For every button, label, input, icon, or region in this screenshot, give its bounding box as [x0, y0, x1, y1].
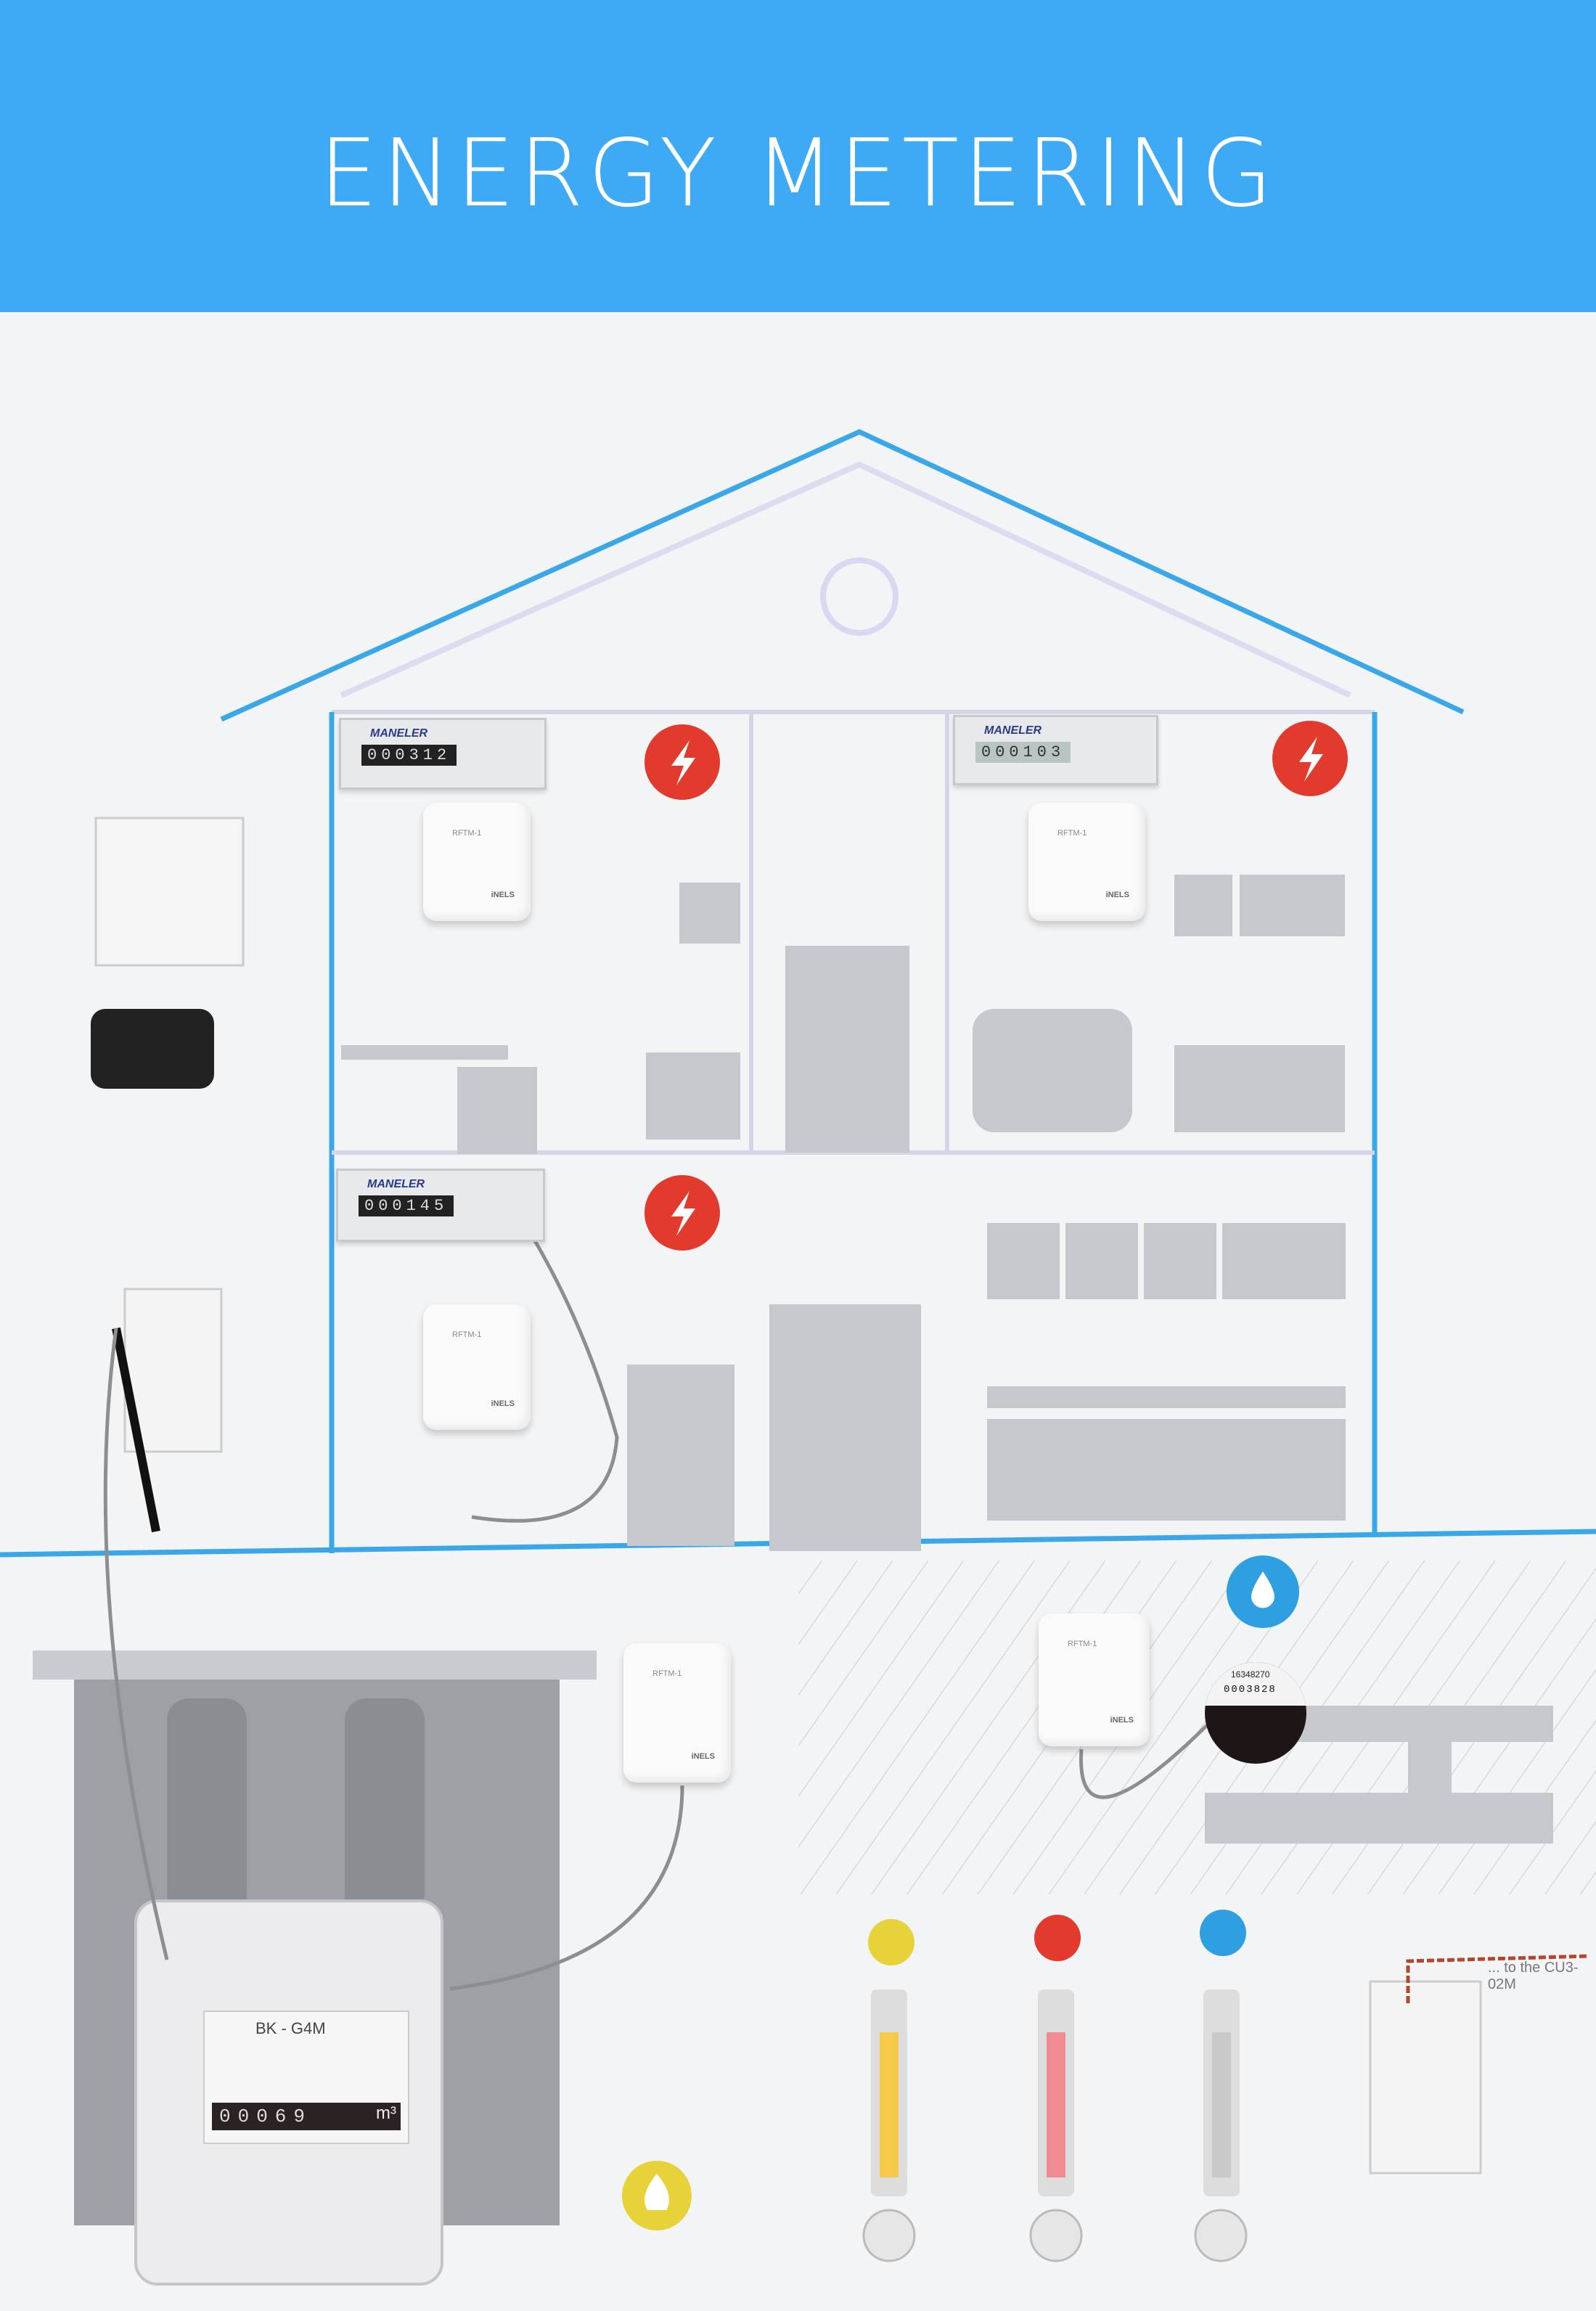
sensor-label: RFTM-1 — [1068, 1640, 1097, 1648]
wireless-sensor: RFTM-1 iNELS — [623, 1643, 731, 1783]
meter-reading: 000312 — [361, 745, 457, 766]
armchair — [973, 1009, 1132, 1132]
title-banner: ENERGY METERING — [0, 0, 1596, 312]
sensor-label: RFTM-1 — [652, 1669, 682, 1678]
wireless-sensor: RFTM-1 iNELS — [1039, 1613, 1150, 1746]
gas-pipe — [167, 1698, 247, 1916]
meter-brand: MANELER — [370, 727, 428, 740]
wireless-sensor: RFTM-1 iNELS — [423, 1304, 531, 1430]
meter-brand: MANELER — [984, 724, 1042, 737]
wireless-sensor: RFTM-1 iNELS — [1028, 803, 1145, 921]
sensor-brand: iNELS — [1110, 1716, 1134, 1725]
current-transformers — [91, 1009, 214, 1089]
water-drop-icon — [1227, 1555, 1299, 1628]
door-upper — [785, 946, 909, 1153]
sensor-brand: iNELS — [491, 1399, 515, 1408]
gas-indicator — [868, 1919, 914, 2196]
meter-reading: 000103 — [975, 742, 1071, 763]
control-unit — [1369, 1980, 1482, 2175]
sensor-label: RFTM-1 — [1057, 829, 1087, 838]
water-meter-serial: 16348270 — [1231, 1669, 1270, 1680]
door-lower — [769, 1304, 921, 1551]
water-meter: 16348270 0003828 — [1205, 1662, 1306, 1764]
meter-brand: MANELER — [367, 1178, 425, 1190]
gas-meter-unit: m³ — [376, 2103, 396, 2123]
bus-note: ... to the CU3-02M — [1488, 1960, 1579, 1992]
electric-meter-1: MANELER 000312 — [339, 718, 547, 790]
sensor-cables — [103, 1196, 1214, 1991]
gateway-unit — [123, 1288, 223, 1453]
sensor-brand: iNELS — [691, 1752, 715, 1761]
gas-meter-label: BK - G4M 00069 m³ — [203, 2011, 409, 2144]
sensor-label: RFTM-1 — [452, 829, 482, 838]
gas-flame-icon — [622, 2161, 692, 2230]
meter-reading: 000145 — [359, 1195, 454, 1216]
electric-meter-3: MANELER 000145 — [336, 1169, 545, 1242]
electric-icon — [1272, 721, 1348, 796]
electric-icon — [644, 724, 720, 800]
sensor-label: RFTM-1 — [452, 1330, 482, 1339]
water-meter-reading: 0003828 — [1224, 1684, 1277, 1696]
furniture-silhouettes — [341, 875, 1553, 1844]
bus-cable — [1406, 1954, 1590, 2003]
mantel — [33, 1651, 597, 1680]
gas-pipe — [345, 1698, 425, 1916]
page-title: ENERGY METERING — [319, 120, 1277, 228]
attic-window — [820, 557, 899, 636]
electric-indicator — [1034, 1915, 1081, 2196]
sensor-brand: iNELS — [1105, 891, 1129, 899]
electric-meter-2: MANELER 000103 — [953, 715, 1158, 785]
circuit-breakers — [94, 817, 245, 967]
wireless-sensor: RFTM-1 iNELS — [423, 803, 531, 921]
water-indicator — [1200, 1910, 1246, 2196]
fridge — [627, 1365, 734, 1546]
electric-icon — [644, 1175, 720, 1251]
sensor-brand: iNELS — [491, 891, 515, 899]
gas-meter-reading: 00069 — [212, 2103, 401, 2130]
antenna — [112, 1327, 160, 1533]
gas-meter-model: BK - G4M — [255, 2019, 326, 2037]
display-board-scene — [0, 429, 1596, 2286]
indicator-knobs[interactable] — [862, 2209, 1248, 2262]
